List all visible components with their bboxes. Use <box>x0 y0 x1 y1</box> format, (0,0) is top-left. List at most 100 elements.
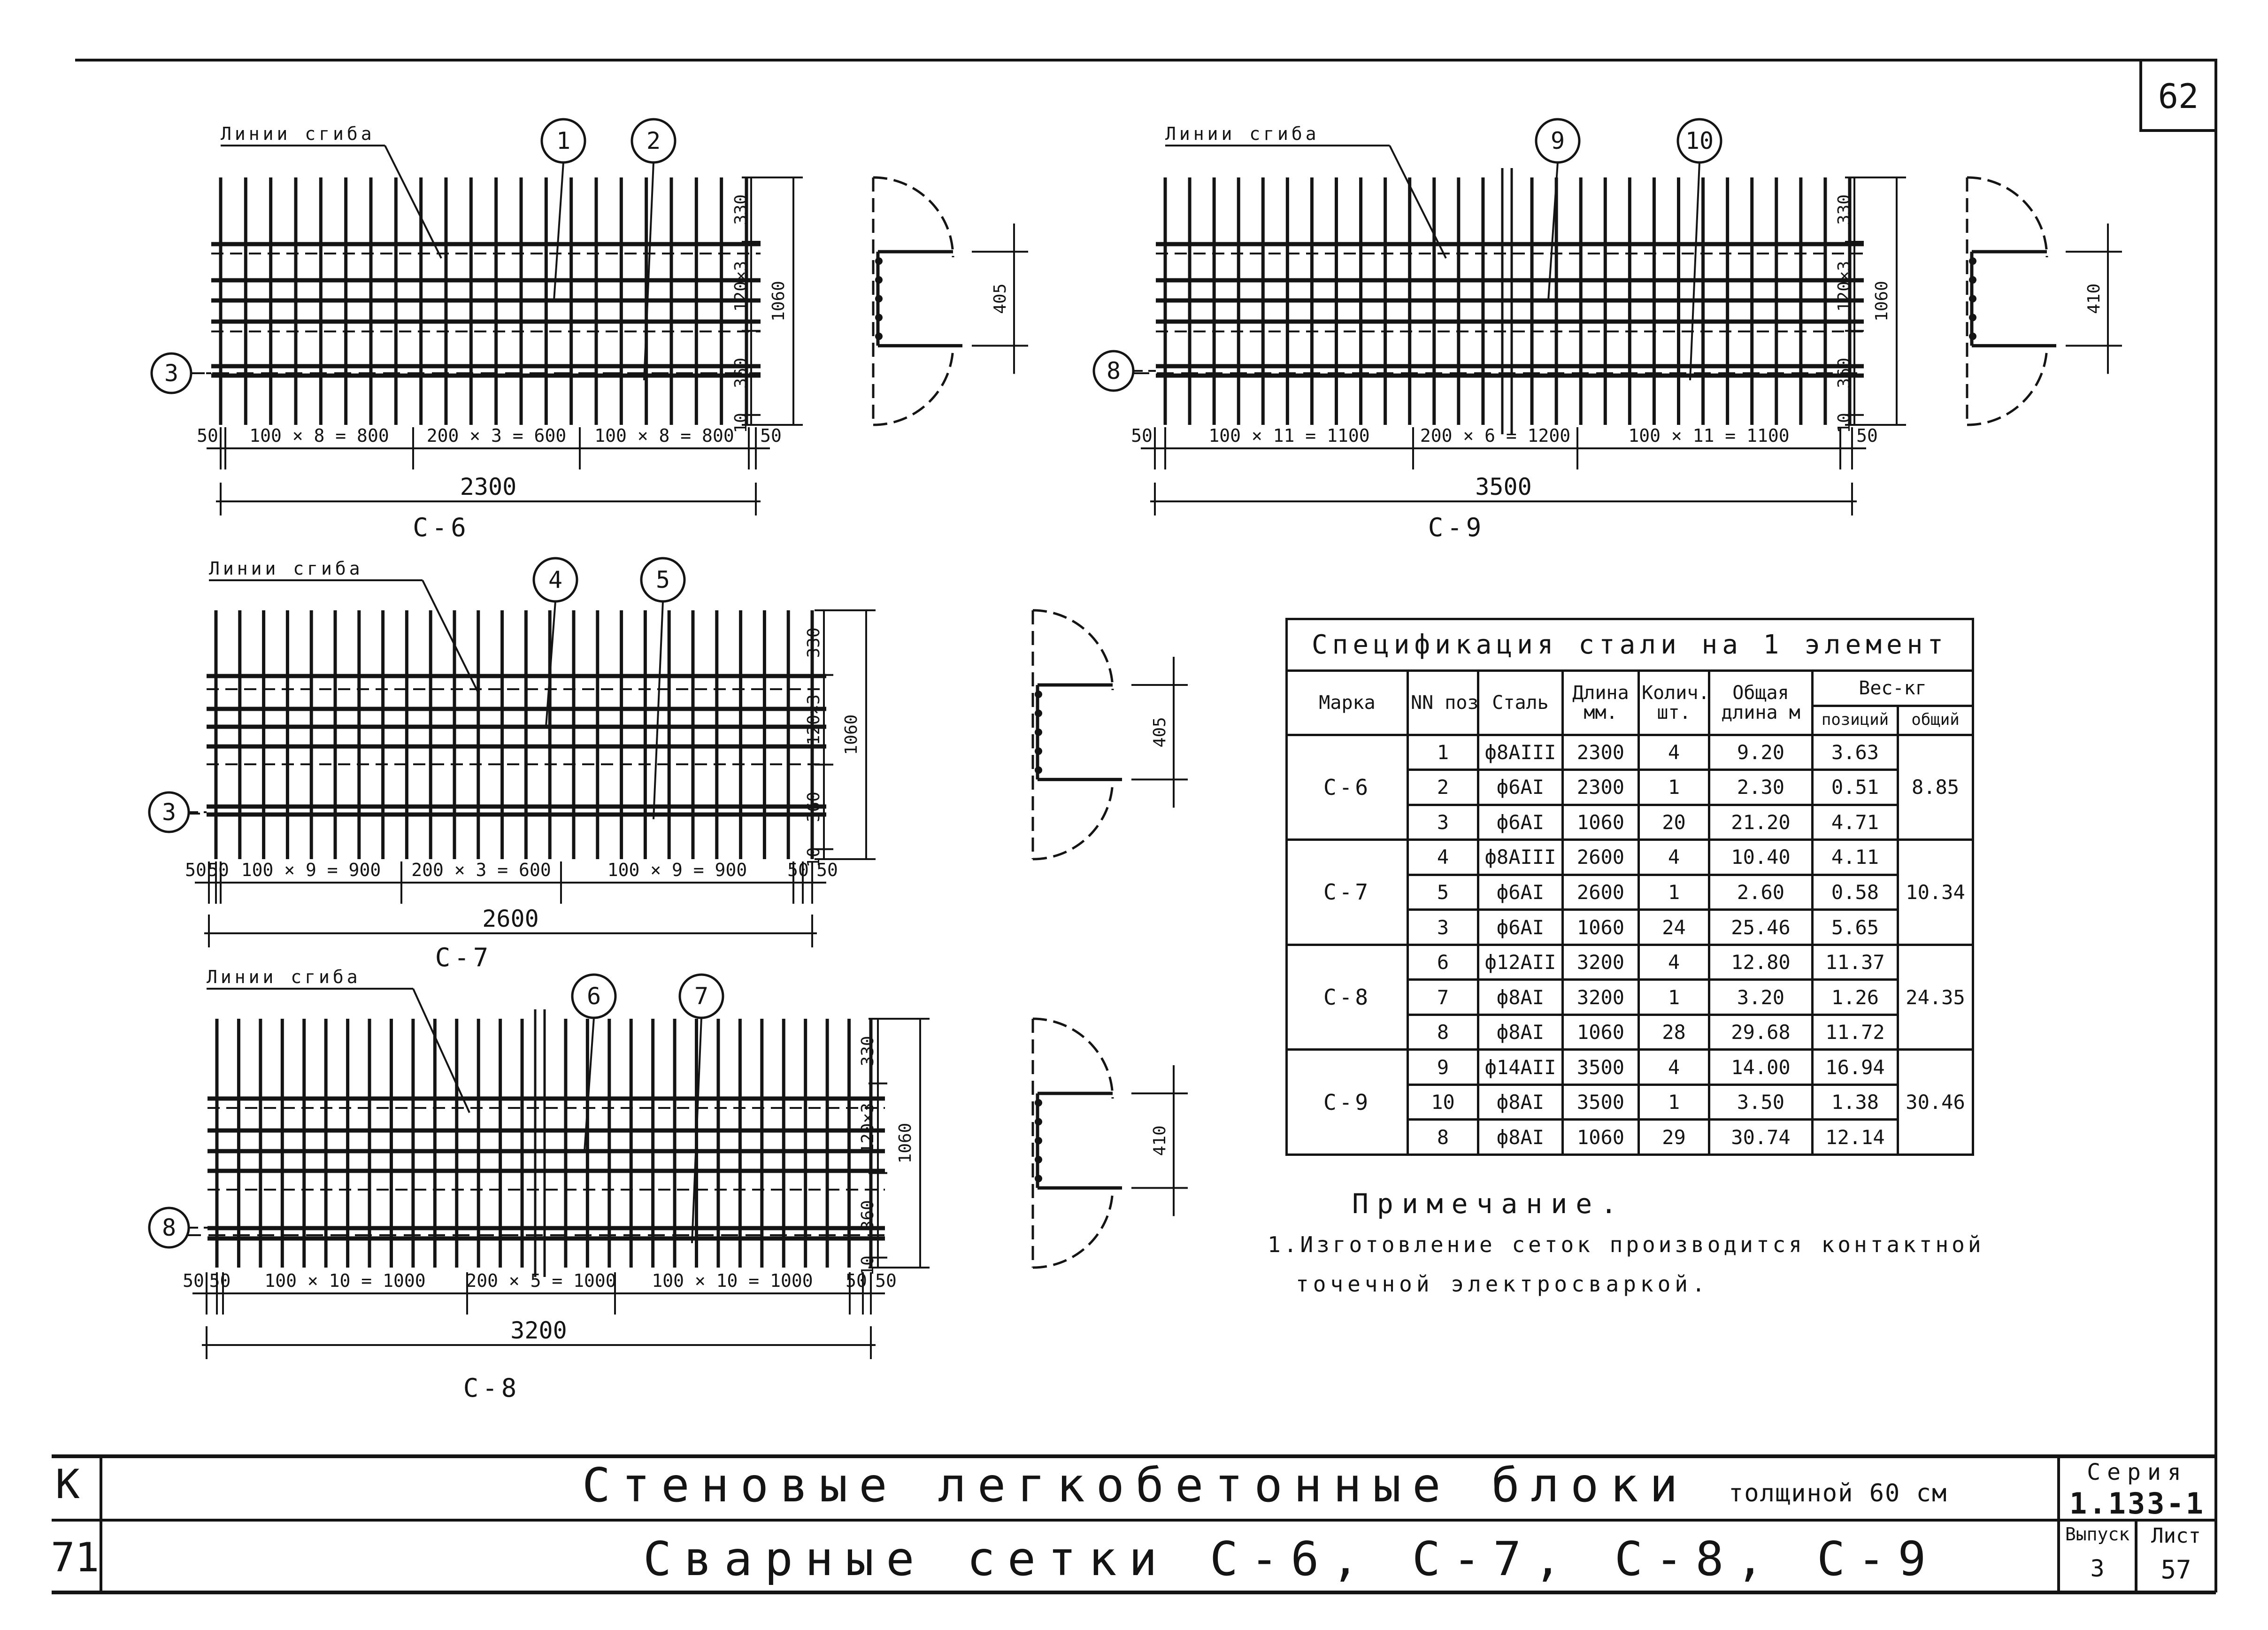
dim-v-total: 1060 <box>769 281 788 322</box>
spec-pos: 5 <box>1407 873 1479 911</box>
hdr-weight: Вес-кг <box>1811 669 1975 707</box>
spec-pos: 2 <box>1407 769 1479 806</box>
spec-qty: 29 <box>1638 1118 1710 1156</box>
sheet-number: 62 <box>2158 77 2199 116</box>
bend-label: Линии сгиба <box>207 967 361 987</box>
position-leader <box>643 162 654 381</box>
dim-total: 2600 <box>482 905 538 932</box>
section-wire-dot <box>1969 332 1976 340</box>
dim-total: 3500 <box>1475 473 1531 500</box>
spec-steel: ф6АI <box>1477 803 1564 841</box>
dim-segment: 50 <box>1856 425 1878 446</box>
spec-steel: ф12АII <box>1477 943 1564 981</box>
spec-qty: 4 <box>1638 838 1710 876</box>
dim-v-low: 360 <box>1835 358 1854 388</box>
spec-total-length: 9.20 <box>1708 733 1814 771</box>
position-bubble-right: 2 <box>646 127 661 154</box>
position-leader <box>553 162 564 301</box>
spec-pos: 6 <box>1407 943 1479 981</box>
section-arc-top <box>1032 609 1114 691</box>
hdr-weight-pos: позиций <box>1811 704 1899 736</box>
spec-weight: 4.11 <box>1811 838 1899 876</box>
dim-segment: 100 × 9 = 900 <box>607 860 747 880</box>
spec-length: 1060 <box>1561 1118 1640 1156</box>
dim-v-top: 330 <box>731 194 751 225</box>
issue-label: Выпуск <box>2065 1524 2130 1545</box>
spec-mark: С-6 <box>1285 733 1409 841</box>
spec-qty: 1 <box>1638 769 1710 806</box>
spec-steel: ф8АI <box>1477 1118 1564 1156</box>
section-dim: 410 <box>1150 1125 1169 1156</box>
mesh-bars <box>183 610 826 859</box>
spec-pos: 3 <box>1407 908 1479 946</box>
dim-segment: 200 × 6 = 1200 <box>1420 425 1570 446</box>
dim-segment: 50 <box>760 425 782 446</box>
section-wire-dot <box>1035 1118 1042 1126</box>
dim-v-mid: 120×3 <box>804 694 823 745</box>
dim-v-top: 330 <box>1835 194 1854 225</box>
section-arc-bottom <box>873 345 954 426</box>
section-arc-bottom <box>1032 1187 1114 1269</box>
spec-total-length: 30.74 <box>1708 1118 1814 1156</box>
section-wire-dot <box>1035 709 1042 717</box>
dim-segment: 50 <box>185 860 207 880</box>
section-wire-dot <box>1035 1175 1042 1183</box>
spec-qty: 4 <box>1638 1048 1710 1086</box>
bend-leader <box>1389 145 1447 259</box>
spec-length: 2300 <box>1561 769 1640 806</box>
spec-pos: 1 <box>1407 733 1479 771</box>
spec-length: 3200 <box>1561 978 1640 1016</box>
spec-length: 3500 <box>1561 1048 1640 1086</box>
spec-steel: ф8АIII <box>1477 733 1564 771</box>
spec-qty: 20 <box>1638 803 1710 841</box>
section-wire-dot <box>1969 257 1976 265</box>
spec-length: 2300 <box>1561 733 1640 771</box>
spec-pos: 4 <box>1407 838 1479 876</box>
spec-steel: ф8АI <box>1477 1083 1564 1121</box>
position-bubble-side: 8 <box>1107 357 1121 384</box>
series-label: Серия <box>2087 1459 2188 1485</box>
spec-total-length: 21.20 <box>1708 803 1814 841</box>
dim-segment: 100 × 9 = 900 <box>241 860 381 880</box>
section-wire-dot <box>1035 766 1042 774</box>
bent-section: 410 <box>1031 1017 1188 1269</box>
position-bubble-left: 9 <box>1551 127 1565 154</box>
bent-section: 405 <box>1031 609 1188 861</box>
hdr-pos: NN поз <box>1407 669 1479 736</box>
dim-segment: 100 × 8 = 800 <box>249 425 389 446</box>
dim-v-end: 10 <box>858 1255 877 1276</box>
hdr-qty: Колич. шт. <box>1638 669 1710 736</box>
spec-weight: 3.63 <box>1811 733 1899 771</box>
section-arc-top <box>1032 1017 1114 1099</box>
position-bubble-side: 3 <box>164 360 178 387</box>
spec-qty: 24 <box>1638 908 1710 946</box>
spec-weight-total: 30.46 <box>1896 1048 1975 1156</box>
spec-total-length: 25.46 <box>1708 908 1814 946</box>
section-dim: 405 <box>1150 717 1169 747</box>
hdr-mark: Марка <box>1285 669 1409 736</box>
spec-total-length: 12.80 <box>1708 943 1814 981</box>
section-wire-dot <box>1969 276 1976 284</box>
section-wire-dot <box>1035 1137 1042 1145</box>
dim-v-total: 1060 <box>896 1123 915 1164</box>
spec-length: 2600 <box>1561 873 1640 911</box>
section-wire-dot <box>875 314 883 322</box>
spec-weight: 4.71 <box>1811 803 1899 841</box>
spec-weight: 5.65 <box>1811 908 1899 946</box>
position-bubble-right: 10 <box>1685 127 1714 154</box>
position-bubble-side: 3 <box>162 799 176 826</box>
title-line-2: Сварные сетки С-6, С-7, С-8, С-9 <box>643 1531 1938 1586</box>
section-wire-dot <box>1969 314 1976 322</box>
position-bubble-right: 5 <box>656 566 670 593</box>
dim-v-top: 330 <box>804 627 823 658</box>
dim-segment: 50 <box>209 1270 231 1291</box>
section-dim: 410 <box>2084 284 2104 314</box>
section-arc-top <box>873 176 954 258</box>
dim-segment: 100 × 8 = 800 <box>594 425 734 446</box>
